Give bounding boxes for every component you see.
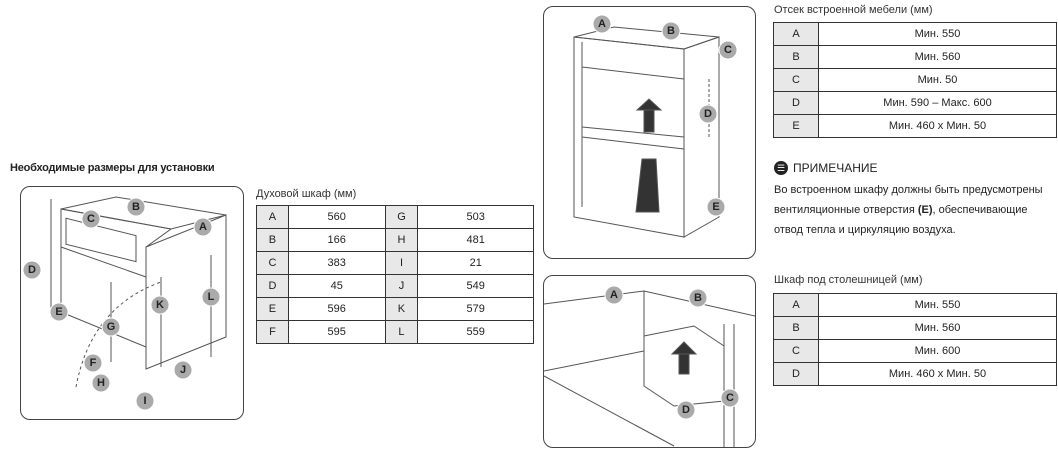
label-d: D: [28, 264, 36, 276]
cabinet-diagram: A B C D E: [543, 6, 756, 259]
dimension-key: C: [773, 68, 819, 92]
label-i: I: [143, 395, 146, 407]
dimension-key: C: [256, 251, 289, 275]
label-f: F: [90, 357, 97, 369]
label-a: A: [610, 289, 618, 301]
dimension-key: E: [256, 297, 289, 321]
dimension-key: L: [384, 320, 419, 344]
dimension-key: A: [773, 22, 819, 46]
note-text: Во встроенном шкафу должны быть предусмо…: [774, 184, 1043, 236]
dimension-key: B: [773, 45, 819, 69]
label-c: C: [87, 213, 95, 225]
dimension-key: B: [773, 316, 819, 340]
dimension-value: 559: [417, 320, 534, 344]
note-heading: ☰ ПРИМЕЧАНИЕ: [774, 161, 878, 175]
label-k: K: [156, 299, 164, 311]
note-icon: ☰: [774, 161, 788, 175]
dimension-key: K: [384, 297, 419, 321]
dimension-value: Мин. 550: [818, 22, 1057, 46]
dimension-value: Мин. 560: [818, 45, 1057, 69]
page-title: Необходимые размеры для установки: [10, 162, 215, 174]
label-g: G: [107, 321, 116, 333]
dimension-value: 166: [287, 228, 386, 252]
dimension-labels: A B C D E F G H I J K L: [22, 197, 221, 411]
label-e: E: [55, 306, 62, 318]
oven-diagram: A B C D E F G H I J K L: [20, 186, 244, 420]
undercounter-table-caption: Шкаф под столешницей (мм): [774, 274, 923, 286]
label-c: C: [726, 392, 734, 404]
dimension-key: A: [256, 205, 289, 229]
dimension-key: E: [773, 114, 819, 138]
undercounter-diagram: A B C D: [543, 275, 756, 448]
label-j: J: [180, 364, 186, 376]
dimension-value: Мин. 460 x Мин. 50: [818, 114, 1057, 138]
label-e: E: [712, 201, 719, 213]
label-a: A: [199, 221, 207, 233]
dimension-key: D: [773, 362, 819, 386]
oven-table-caption: Духовой шкаф (мм): [256, 188, 357, 200]
dimension-key: H: [384, 228, 419, 252]
dimension-value: 45: [287, 274, 386, 298]
dimension-value: Мин. 50: [818, 68, 1057, 92]
dimension-value: 596: [287, 297, 386, 321]
label-c: C: [724, 44, 732, 56]
note-heading-text: ПРИМЕЧАНИЕ: [793, 161, 878, 175]
dimension-value: 21: [417, 251, 534, 275]
dimension-key: C: [773, 339, 819, 363]
dimension-value: 503: [417, 205, 534, 229]
dimension-key: G: [384, 205, 419, 229]
cabinet-table-caption: Отсек встроенной мебели (мм): [774, 4, 933, 16]
dimension-value: Мин. 600: [818, 339, 1057, 363]
label-h: H: [97, 377, 105, 389]
dimension-value: 383: [287, 251, 386, 275]
dimension-key: D: [256, 274, 289, 298]
label-b: B: [667, 25, 675, 37]
label-d: D: [682, 404, 690, 416]
dimension-value: Мин. 460 x Мин. 50: [818, 362, 1057, 386]
undercounter-drawing: A B C D: [543, 285, 756, 447]
dimension-value: 560: [287, 205, 386, 229]
label-a: A: [598, 18, 606, 30]
dimension-key: F: [256, 320, 289, 344]
dimension-key: J: [384, 274, 419, 298]
dimension-value: Мин. 590 – Макс. 600: [818, 91, 1057, 115]
dimension-value: 579: [417, 297, 534, 321]
label-d: D: [704, 108, 712, 120]
dimension-value: 549: [417, 274, 534, 298]
dimension-key: D: [773, 91, 819, 115]
cabinet-drawing: A B C D E: [573, 14, 738, 238]
dimension-value: Мин. 560: [818, 316, 1057, 340]
label-l: L: [208, 291, 215, 303]
dimension-value: 481: [417, 228, 534, 252]
dimension-key: A: [773, 293, 819, 317]
label-b: B: [132, 201, 140, 213]
label-b: B: [694, 292, 702, 304]
dimension-value: 595: [287, 320, 386, 344]
dimension-key: B: [256, 228, 289, 252]
dimension-key: I: [384, 251, 419, 275]
dimension-value: Мин. 550: [818, 293, 1057, 317]
oven-drawing: A B C D E F G H I J K L: [22, 196, 227, 411]
